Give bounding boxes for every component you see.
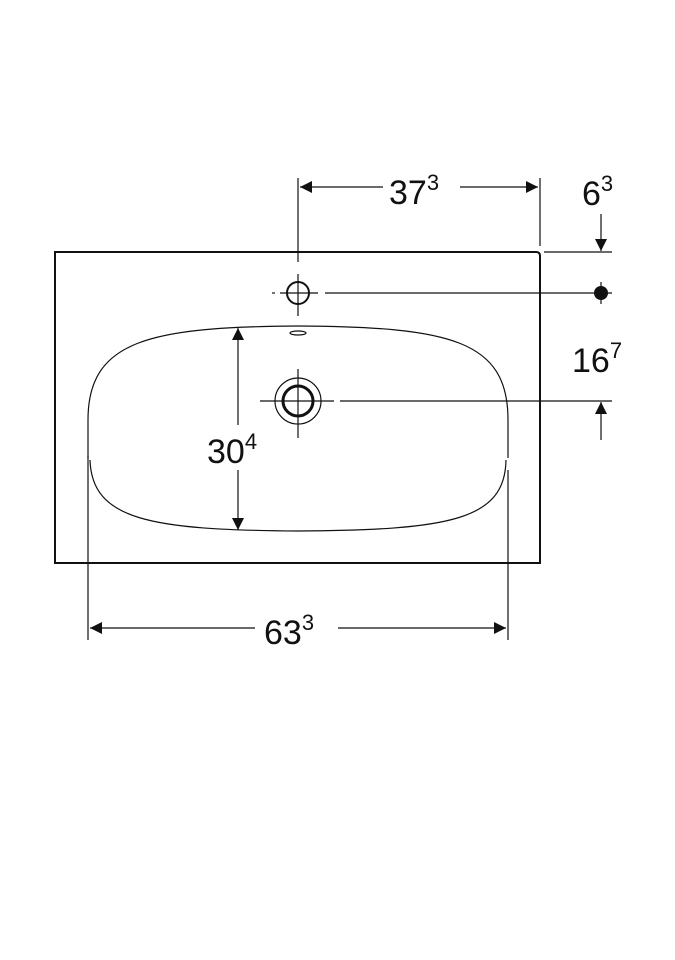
dim-edge-to-tap-depth: 63 — [582, 171, 613, 213]
dim-edge-to-tap-depth-superscript: 3 — [601, 171, 613, 196]
bowl-outline — [87, 325, 509, 532]
dim-bowl-depth: 304 — [207, 429, 257, 471]
dim-tap-to-drain-depth-superscript: 7 — [610, 338, 622, 363]
dim-edge-to-tap-depth-value: 6 — [582, 175, 601, 213]
overflow-slot-icon — [289, 330, 307, 336]
tap-hole-icon — [272, 274, 318, 316]
dim-bowl-depth-superscript: 4 — [245, 429, 257, 454]
dim-tap-to-drain-depth: 167 — [572, 338, 622, 380]
dim-bowl-width: 633 — [264, 610, 314, 652]
dim-tap-to-drain-depth-value: 16 — [572, 342, 610, 380]
dim-bowl-width-value: 63 — [264, 614, 302, 652]
dim-bowl-depth-value: 30 — [207, 433, 245, 471]
dim-tap-to-edge-value: 37 — [389, 174, 427, 212]
dim-tap-to-edge: 373 — [389, 170, 439, 212]
drain-icon — [260, 369, 334, 438]
dim-tap-to-edge-superscript: 3 — [427, 170, 439, 195]
basin-outline — [54, 251, 541, 564]
dim-bowl-width-superscript: 3 — [302, 610, 314, 635]
